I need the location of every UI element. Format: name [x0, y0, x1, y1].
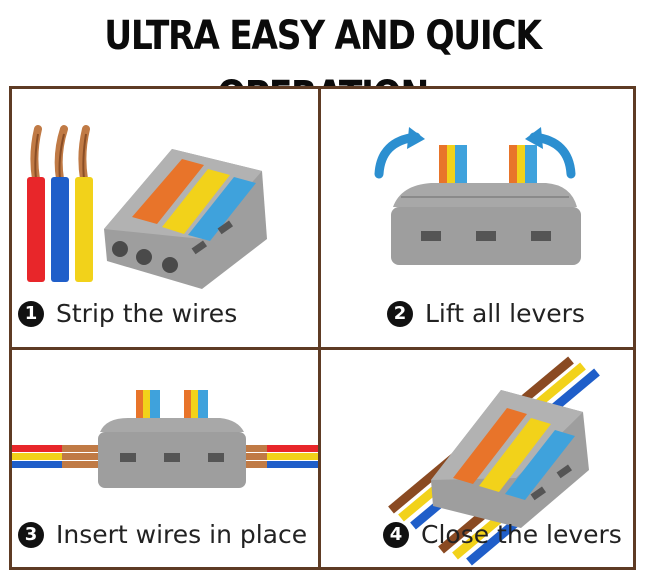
connector: [104, 149, 267, 289]
page-title: ULTRA EASY AND QUICK OPERATION: [104, 13, 542, 119]
red-wire: [27, 177, 45, 282]
right-wires: [234, 445, 318, 468]
step-4-illustration: [388, 356, 600, 566]
grid-divider-horizontal: [12, 347, 633, 350]
step-2-number: 2: [387, 300, 413, 327]
step-4-caption: 4 Close the levers: [383, 520, 622, 549]
step-4-label: Close the levers: [421, 520, 622, 549]
step-3-caption: 3 Insert wires in place: [18, 520, 307, 549]
step-2-caption: 2 Lift all levers: [387, 299, 585, 328]
copper-strands: [30, 125, 90, 183]
step-3-label: Insert wires in place: [56, 520, 308, 549]
step-1-label: Strip the wires: [56, 299, 238, 328]
step-3-number: 3: [18, 521, 44, 548]
step-1-number: 1: [18, 300, 44, 327]
step-3-panel: 3 Insert wires in place: [12, 350, 318, 567]
yellow-wire: [75, 177, 93, 282]
step-2-illustration: [374, 127, 581, 265]
step-4-panel: 4 Close the levers: [321, 350, 633, 567]
step-2-panel: 2 Lift all levers: [321, 89, 633, 347]
step-1-panel: 1 Strip the wires: [12, 89, 318, 347]
left-wires: [12, 445, 100, 468]
lifted-levers: [136, 390, 208, 430]
connector: [391, 183, 581, 265]
step-4-number: 4: [383, 521, 409, 548]
step-1-illustration: [27, 125, 267, 289]
step-3-illustration: [12, 390, 318, 488]
steps-grid: 1 Strip the wires: [9, 86, 636, 570]
grid-divider-vertical: [318, 89, 321, 567]
step-2-label: Lift all levers: [425, 299, 585, 328]
step-1-caption: 1 Strip the wires: [18, 299, 237, 328]
connector: [431, 390, 589, 528]
blue-wire: [51, 177, 69, 282]
connector: [98, 418, 246, 488]
